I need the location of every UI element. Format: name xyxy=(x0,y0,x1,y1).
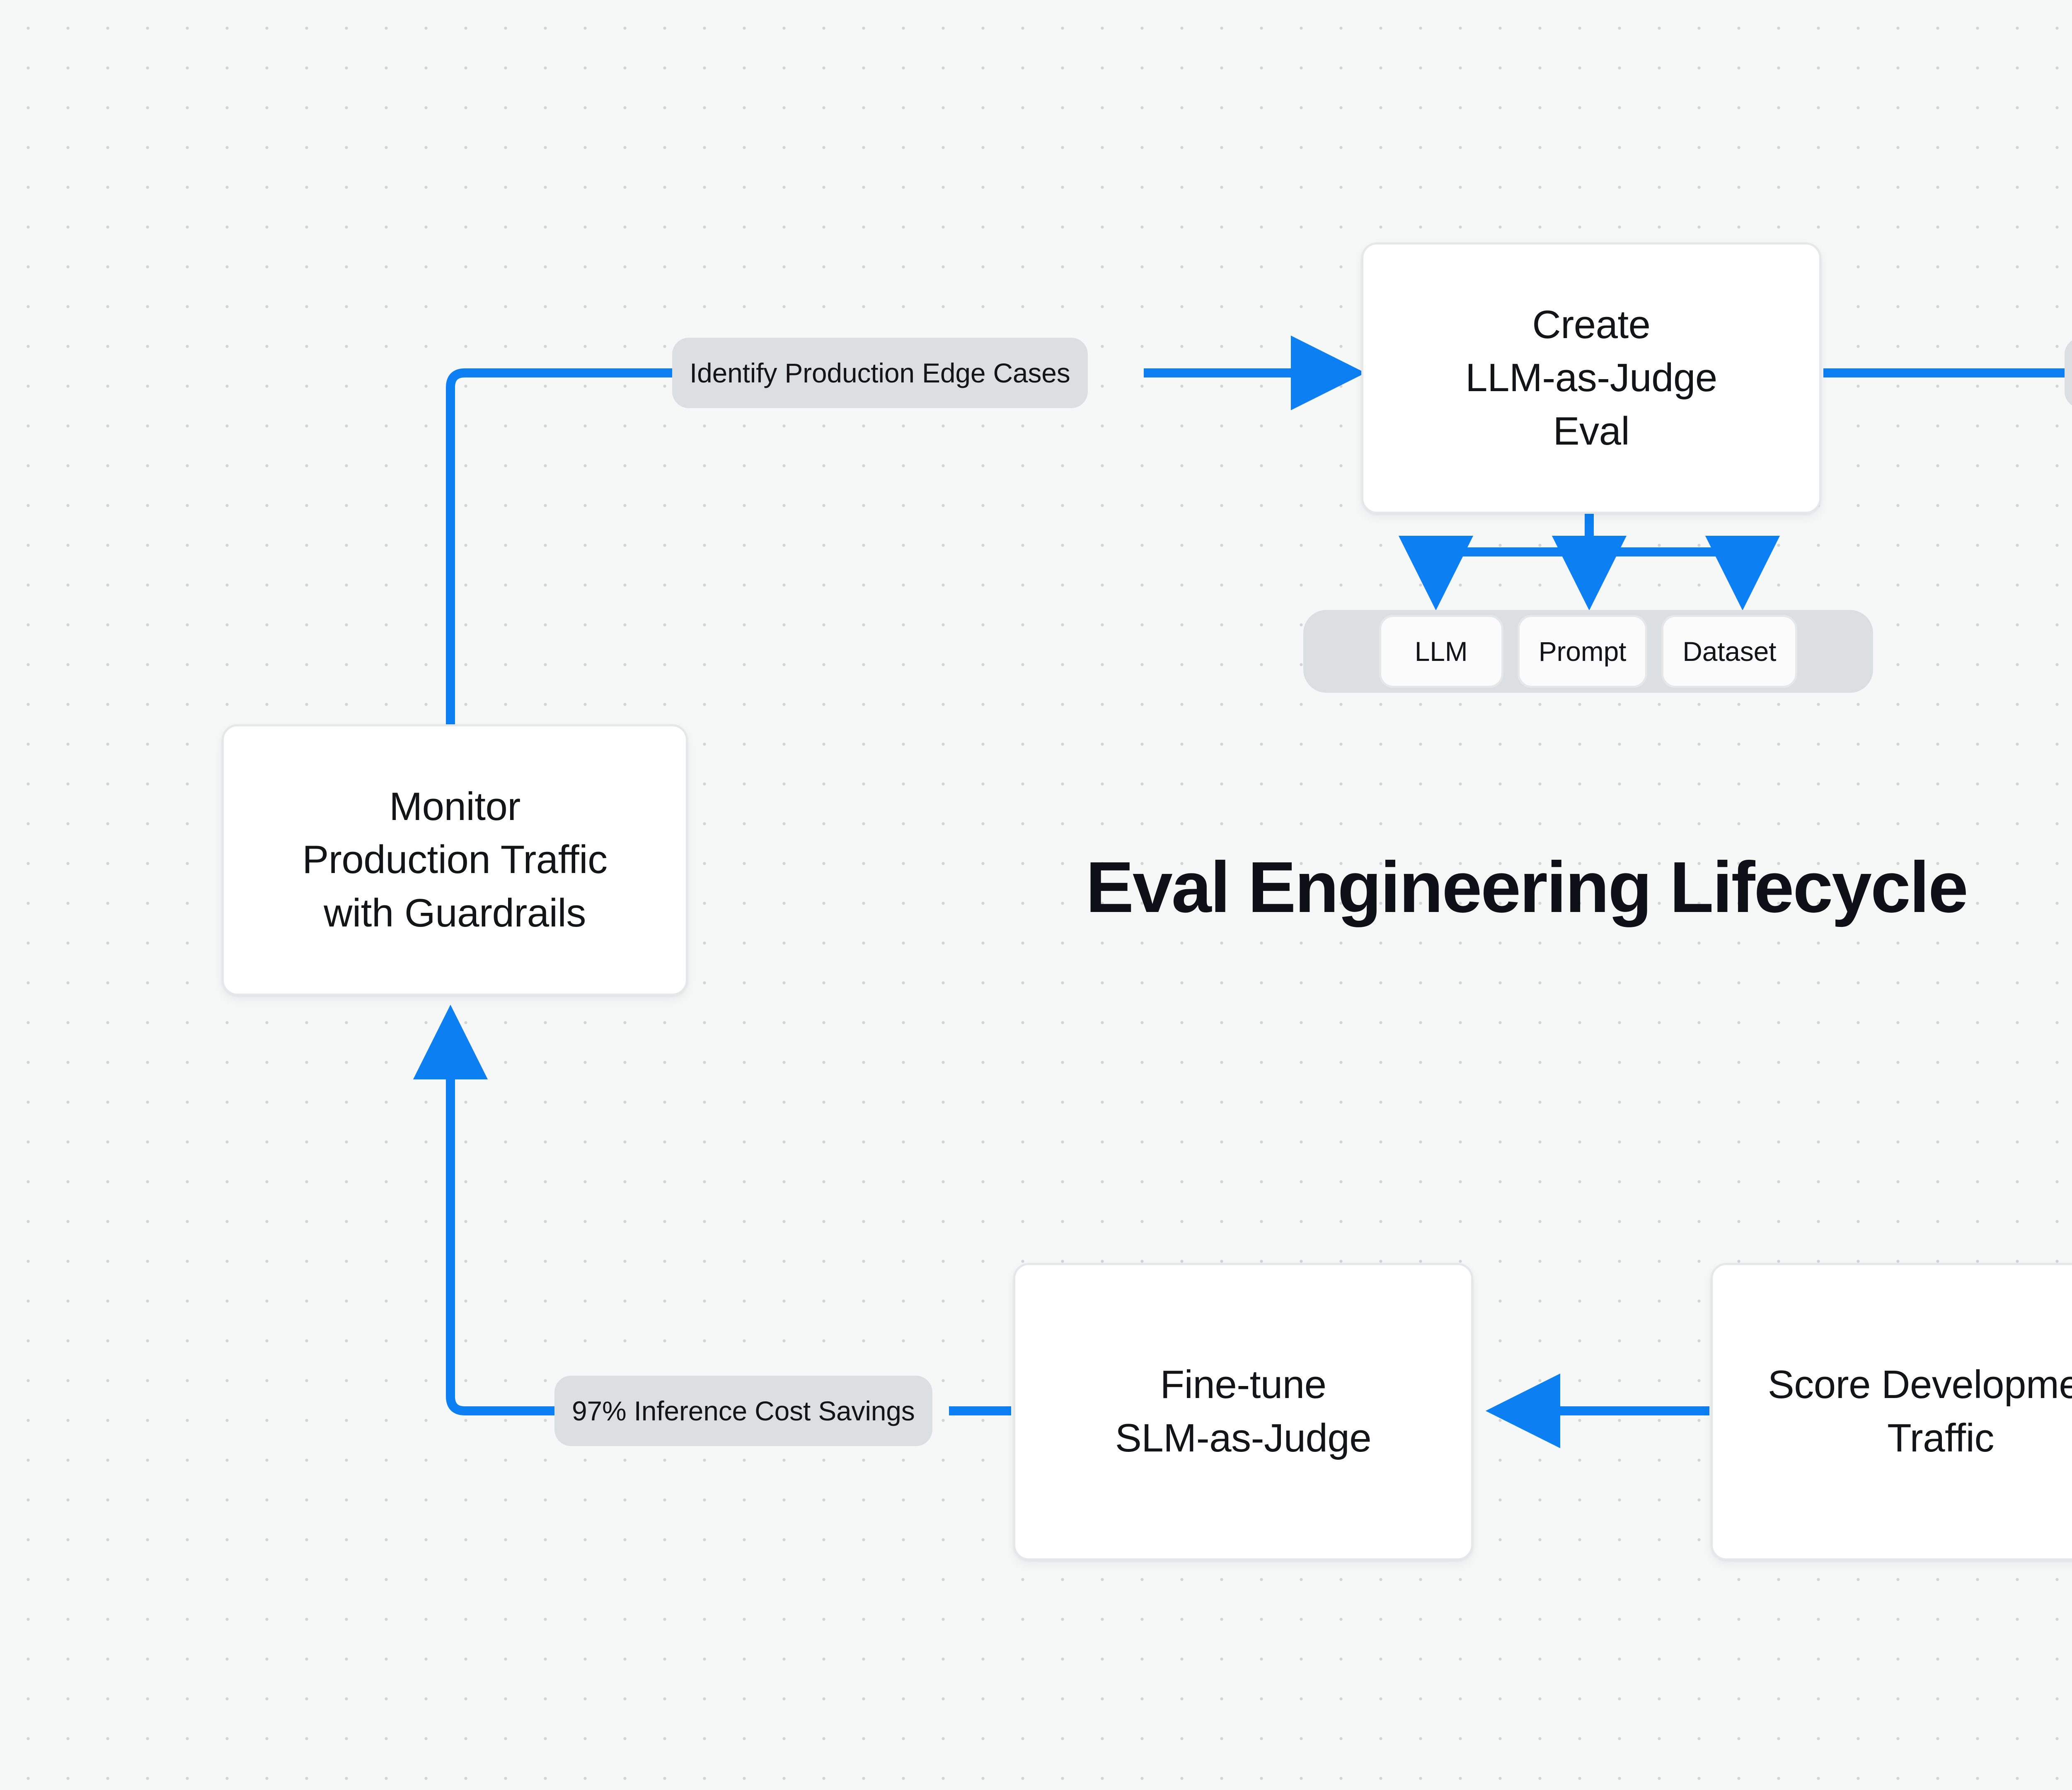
edge-savings-to-monitor xyxy=(413,1004,555,1415)
edge-label-identify-production-edge-cases[interactable]: Identify Production Edge Cases xyxy=(672,338,1088,408)
create-eval-subnode-group: LLM Prompt Dataset xyxy=(1303,610,1873,693)
node-monitor-production[interactable]: Monitor Production Traffic with Guardrai… xyxy=(222,724,688,996)
page-title-text: Eval Engineering Lifecycle xyxy=(1086,847,1968,927)
edge-create-to-llm xyxy=(1398,535,1589,611)
subnode-dataset-label: Dataset xyxy=(1682,636,1777,667)
node-monitor-production-label: Monitor Production Traffic with Guardrai… xyxy=(302,784,608,935)
node-score-development[interactable]: Score Development Traffic xyxy=(1711,1263,2072,1560)
edge-label-add-sme-annotated-datasets[interactable]: Add SME Annotated Datasets xyxy=(2065,338,2072,408)
subnode-llm[interactable]: LLM xyxy=(1379,615,1503,688)
page-title: Eval Engineering Lifecycle xyxy=(1086,845,1968,929)
edge-monitor-to-label xyxy=(446,368,673,978)
node-create-eval[interactable]: Create LLM-as-Judge Eval xyxy=(1361,242,1821,514)
node-create-eval-label: Create LLM-as-Judge Eval xyxy=(1465,302,1717,453)
node-score-development-label: Score Development Traffic xyxy=(1767,1362,2072,1460)
subnode-prompt-label: Prompt xyxy=(1538,636,1627,667)
subnode-dataset[interactable]: Dataset xyxy=(1661,615,1798,688)
edge-label-cost-savings[interactable]: 97% Inference Cost Savings xyxy=(554,1376,932,1446)
edge-label-identify-text: Identify Production Edge Cases xyxy=(690,358,1070,388)
subnode-prompt[interactable]: Prompt xyxy=(1517,615,1648,688)
edge-label-cost-savings-text: 97% Inference Cost Savings xyxy=(572,1396,915,1426)
edge-create-to-dataset xyxy=(1589,535,1780,611)
node-finetune-slm[interactable]: Fine-tune SLM-as-Judge xyxy=(1013,1263,1473,1560)
subnode-llm-label: LLM xyxy=(1414,636,1468,667)
node-finetune-slm-label: Fine-tune SLM-as-Judge xyxy=(1115,1362,1372,1460)
